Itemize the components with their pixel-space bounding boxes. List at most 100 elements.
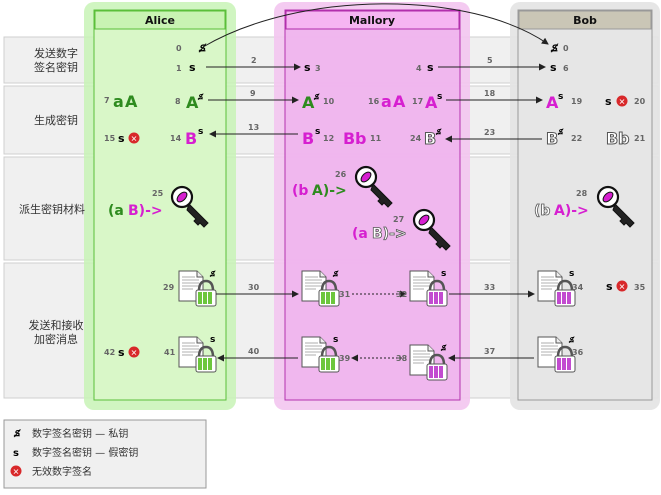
mallory-A-fake-sig: s [437, 92, 442, 102]
invalid-signature-icon [128, 346, 140, 358]
alice-header: Alice [145, 14, 175, 27]
invalid-x: ✕ [619, 98, 626, 107]
step-27: 27 [393, 215, 404, 224]
step-1: 1 [176, 64, 182, 73]
mallory-recv-msg-sig: ꟍ [332, 269, 339, 279]
bob-reply-sig: ꟍ [568, 335, 575, 345]
mallory-derive-a: (a [352, 226, 368, 242]
bob-header: Bob [573, 14, 597, 27]
alice-recv-B: B [185, 129, 197, 148]
step-7: 7 [104, 96, 110, 105]
alice-msg-sig: ꟍ [209, 269, 216, 279]
step-13: 13 [248, 123, 259, 132]
step-37: 37 [484, 347, 495, 356]
alice-keypair-a: a [113, 92, 124, 111]
invalid-signature-icon [616, 95, 628, 107]
mallory-derive-A: A)-> [312, 183, 347, 199]
mallory-B-fake: B [302, 129, 314, 148]
mallory-forged-reply-sig: s [333, 335, 338, 345]
legend-invalid-icon [10, 465, 22, 477]
mallory-intercept-sig: ꟍ [440, 343, 447, 353]
step-33: 33 [484, 283, 495, 292]
alice-derive-B: B)-> [128, 203, 163, 219]
step-29: 29 [163, 283, 175, 292]
step-20: 20 [634, 97, 646, 106]
bob-public-sig: s [550, 61, 557, 74]
alice-keypair-A: A [125, 92, 138, 111]
step-14: 14 [170, 134, 182, 143]
bob-column [517, 9, 653, 401]
legend-private-symbol: ꟍ [13, 426, 21, 439]
mallory-public-sig: s [304, 61, 311, 74]
step-21: 21 [634, 134, 646, 143]
alice-column [93, 9, 227, 401]
step-30: 30 [248, 283, 260, 292]
invalid-x: ✕ [131, 135, 138, 144]
step-18: 18 [484, 89, 496, 98]
private-sig-symbol: ꟍ [198, 40, 207, 54]
alice-A-signed: A [186, 93, 199, 112]
bob-B-sig: ꟍ [557, 127, 564, 137]
step-4: 4 [416, 64, 422, 73]
alice-sig-check: s [118, 132, 125, 145]
step-19: 19 [571, 97, 583, 106]
step-24: 24 [410, 134, 422, 143]
legend-private-label: 数字签名密钥 — 私钥 [32, 427, 128, 440]
alice-derive-a: (a [108, 203, 124, 219]
mallory-fwd-msg-sig: s [441, 269, 446, 279]
step-8: 8 [175, 97, 181, 106]
row-label-derive: 派生密钥材料 [19, 202, 85, 216]
mallory-recv-A-sig: ꟍ [313, 92, 320, 102]
step-40: 40 [248, 347, 260, 356]
step-11: 11 [370, 134, 382, 143]
step-34: 34 [572, 283, 584, 292]
mallory-derive-b: (b [292, 183, 308, 199]
step-41: 41 [164, 348, 176, 357]
public-sig-symbol: s [189, 61, 196, 74]
legend-invalid-label: 无效数字签名 [32, 465, 92, 478]
mallory-recv-B-sig: ꟍ [435, 127, 442, 137]
step-2: 2 [251, 56, 257, 65]
step-16: 16 [368, 97, 380, 106]
mallory-header: Mallory [349, 14, 395, 27]
mallory-column [284, 9, 461, 401]
step-3: 3 [315, 64, 321, 73]
legend-public-symbol: s [13, 448, 19, 459]
alice-msg-sig-check: s [118, 346, 125, 359]
bob-recv-A-sig: s [558, 92, 563, 102]
step-31: 31 [339, 290, 351, 299]
bob-keypair-b: b [618, 129, 629, 148]
step-9: 9 [250, 89, 256, 98]
mallory-derive-B: B)-> [372, 226, 407, 242]
arrow-0-to-6 [202, 3, 549, 48]
row-label-send-keys-2: 签名密钥 [34, 60, 78, 74]
step-39: 39 [339, 354, 351, 363]
bob-B-signed: B [546, 129, 558, 148]
bob-sig-check: s [605, 95, 612, 108]
bob-derive-b: (b [534, 203, 550, 219]
step-15: 15 [104, 134, 116, 143]
mallory-keypair-a: a [381, 92, 392, 111]
row-label-send-keys-1: 发送数字 [34, 46, 78, 60]
legend: ꟍ 数字签名密钥 — 私钥 s 数字签名密钥 — 假密钥 ✕ 无效数字签名 [3, 419, 207, 489]
row-label-messages-1: 发送和接收 [29, 318, 84, 332]
bob-private-sig: ꟍ [550, 40, 559, 54]
step-5: 5 [487, 56, 493, 65]
mallory-keypair-B: B [343, 129, 355, 148]
mallory-keypair-b: b [355, 129, 366, 148]
alice-A-sig: ꟍ [197, 92, 204, 102]
step-12: 12 [323, 134, 334, 143]
step-38: 38 [396, 354, 408, 363]
step-35: 35 [634, 283, 646, 292]
legend-invalid-x: ✕ [13, 468, 20, 477]
row-label-gen-keys: 生成密钥 [34, 113, 78, 127]
legend-public-label: 数字签名密钥 — 假密钥 [32, 446, 138, 459]
step-28: 28 [576, 189, 588, 198]
step-25: 25 [152, 189, 164, 198]
mallory-recv-B: B [424, 129, 436, 148]
step-36: 36 [572, 348, 584, 357]
mallory-B-fake-sig: s [315, 127, 320, 137]
step-32: 32 [396, 290, 407, 299]
invalid-x: ✕ [131, 349, 138, 358]
